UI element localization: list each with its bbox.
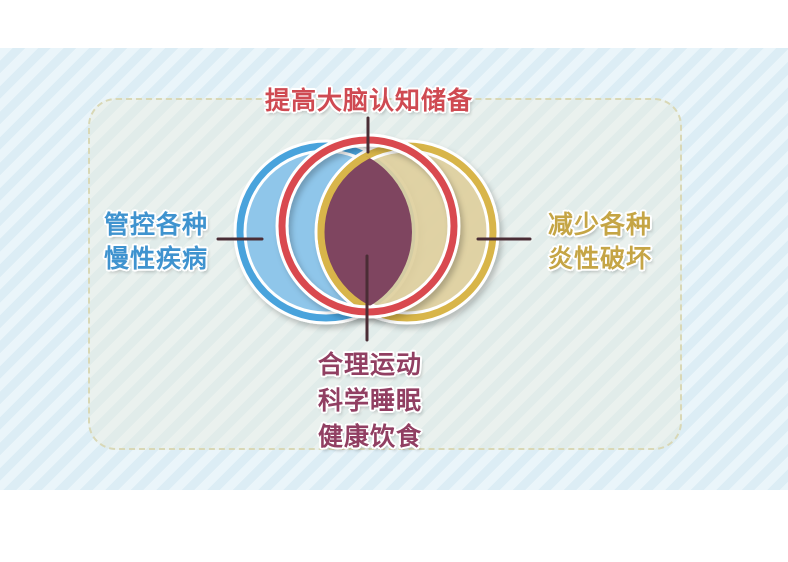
label-left-line-1: 管控各种 (104, 210, 209, 239)
connector-lines (216, 116, 532, 342)
label-top: 提高大脑认知储备 (265, 84, 473, 118)
label-left: 管控各种 慢性疾病 (104, 208, 208, 276)
label-right: 减少各种 炎性破坏 (548, 208, 652, 276)
label-bottom-line-2: 科学睡眠 (318, 386, 423, 415)
label-top-text: 提高大脑认知储备 (265, 86, 474, 115)
label-left-line-2: 慢性疾病 (104, 244, 209, 273)
label-bottom-line-3: 健康饮食 (318, 422, 423, 451)
label-right-line-2: 炎性破坏 (548, 244, 653, 273)
label-bottom-line-1: 合理运动 (318, 350, 423, 379)
center-overlap (321, 146, 412, 318)
label-right-line-1: 减少各种 (548, 210, 653, 239)
label-bottom: 合理运动 科学睡眠 健康饮食 (318, 347, 422, 455)
